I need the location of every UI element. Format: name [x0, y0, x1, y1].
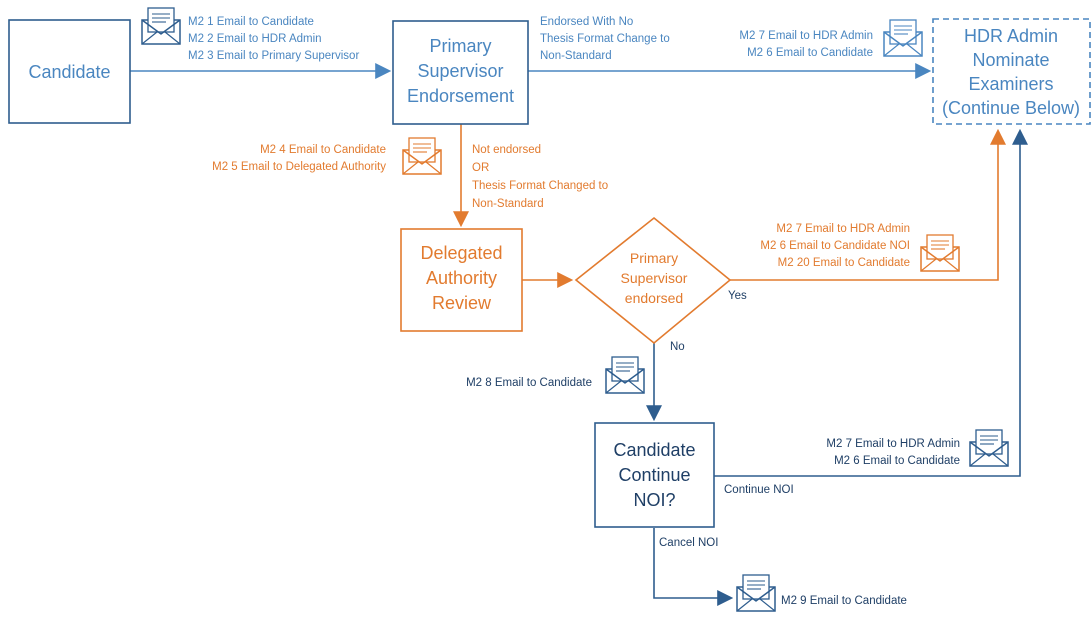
label-endorsed-2: Thesis Format Change to — [540, 33, 670, 45]
node-delegated-authority — [400, 228, 523, 332]
node-primary-supervisor-line1: Primary — [430, 36, 492, 56]
node-candidate-continue-line3: NOI? — [633, 490, 675, 510]
label-email-2: M2 2 Email to HDR Admin — [188, 33, 322, 45]
node-delegated-authority-line2: Authority — [426, 268, 497, 288]
label-not-endorsed-2: OR — [472, 162, 489, 174]
label-email-1: M2 1 Email to Candidate — [188, 16, 314, 28]
label-email-9: M2 9 Email to Candidate — [781, 595, 907, 607]
envelope-icon — [883, 19, 923, 57]
label-endorsed-3: Non-Standard — [540, 50, 612, 62]
edge-cancel-noi — [653, 528, 734, 606]
node-hdr-admin — [932, 18, 1091, 125]
label-email-5: M2 5 Email to Delegated Authority — [212, 161, 386, 173]
node-hdr-admin-line1: HDR Admin — [964, 26, 1058, 46]
label-email-4: M2 4 Email to Candidate — [260, 144, 386, 156]
node-primary-supervisor — [392, 20, 529, 125]
label-email-3: M2 3 Email to Primary Supervisor — [188, 50, 359, 62]
label-hdr-email-6: M2 6 Email to Candidate — [747, 47, 873, 59]
envelope-icon — [402, 137, 442, 175]
label-endorsed-1: Endorsed With No — [540, 16, 633, 28]
envelope-icon — [141, 7, 181, 45]
label-hdr-email-7: M2 7 Email to HDR Admin — [739, 30, 873, 42]
node-hdr-admin-line3: Examiners — [968, 74, 1053, 94]
node-hdr-admin-line2: Nominate — [972, 50, 1049, 70]
label-continue-email-7: M2 7 Email to HDR Admin — [826, 438, 960, 450]
label-yes-email-6: M2 6 Email to Candidate NOI — [760, 240, 910, 252]
node-hdr-admin-line4: (Continue Below) — [942, 98, 1080, 118]
envelope-icon — [605, 356, 645, 394]
envelope-icon — [736, 574, 776, 612]
node-candidate — [8, 19, 131, 124]
envelope-icon — [969, 429, 1009, 467]
node-primary-supervisor-line3: Endorsement — [407, 86, 514, 106]
label-email-8: M2 8 Email to Candidate — [466, 377, 592, 389]
node-candidate-continue — [594, 422, 715, 528]
node-candidate-label: Candidate — [28, 62, 110, 82]
node-candidate-continue-line1: Candidate — [613, 440, 695, 460]
label-not-endorsed-4: Non-Standard — [472, 198, 544, 210]
label-not-endorsed-3: Thesis Format Changed to — [472, 180, 608, 192]
envelope-icon — [920, 234, 960, 272]
label-continue-email-6: M2 6 Email to Candidate — [834, 455, 960, 467]
node-decision-line3: endorsed — [625, 290, 683, 306]
edge-decision-yes-to-hdr — [730, 128, 1006, 281]
node-delegated-authority-line3: Review — [432, 293, 492, 313]
node-decision-line2: Supervisor — [621, 270, 688, 286]
label-not-endorsed-1: Not endorsed — [472, 144, 541, 156]
edge-continue-noi-to-hdr — [714, 128, 1028, 477]
label-cancel-noi: Cancel NOI — [659, 537, 718, 549]
node-candidate-continue-line2: Continue — [618, 465, 690, 485]
label-no: No — [670, 341, 685, 353]
label-yes-email-7: M2 7 Email to HDR Admin — [776, 223, 910, 235]
label-continue-noi: Continue NOI — [724, 484, 794, 496]
label-yes-email-20: M2 20 Email to Candidate — [778, 257, 910, 269]
node-decision-line1: Primary — [630, 250, 678, 266]
label-yes: Yes — [728, 290, 747, 302]
node-primary-supervisor-line2: Supervisor — [417, 61, 503, 81]
node-delegated-authority-line1: Delegated — [420, 243, 502, 263]
node-decision-primary-supervisor — [574, 216, 732, 345]
